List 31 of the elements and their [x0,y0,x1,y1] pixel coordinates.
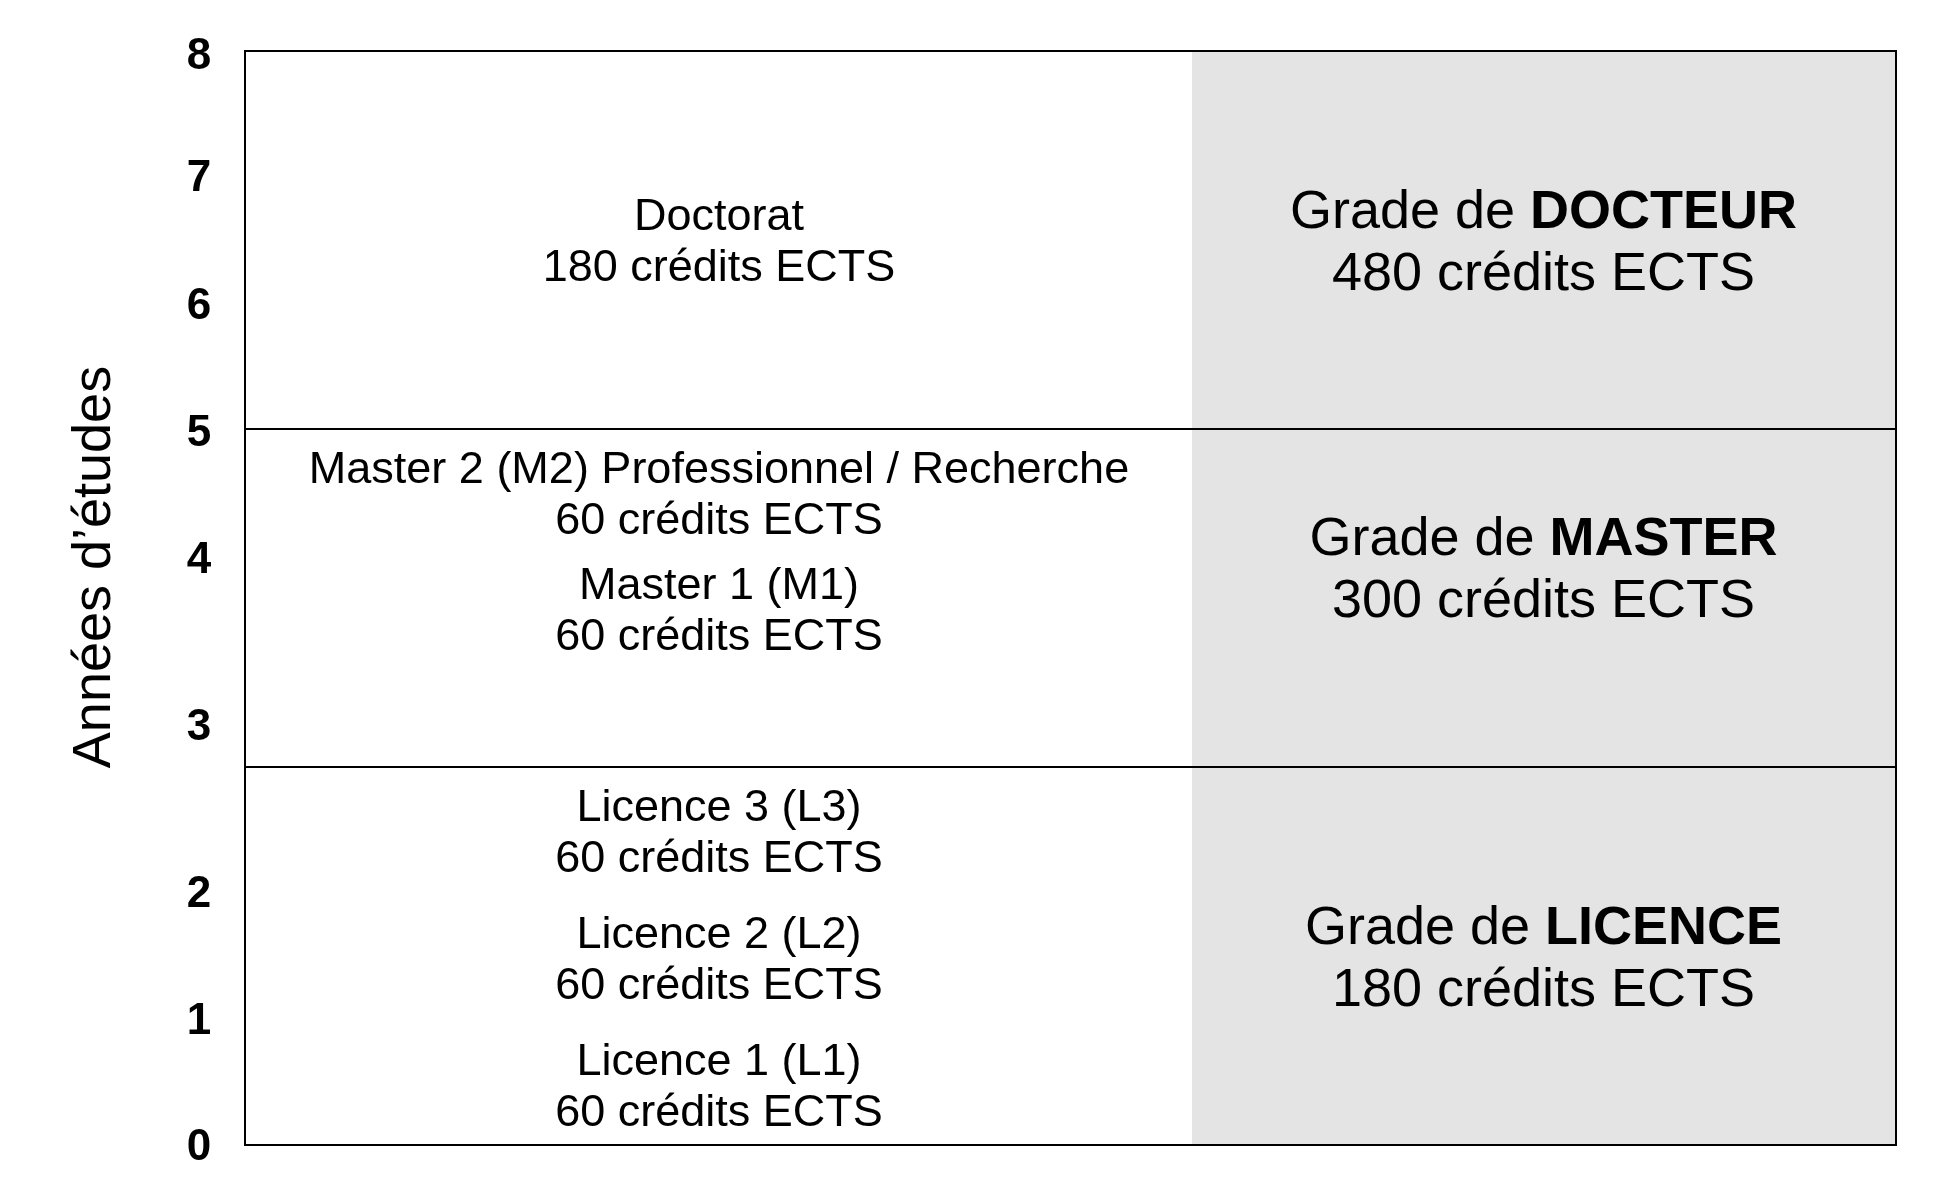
axis-title: Années d’études [64,365,118,769]
year-tick-label: 3 [186,703,212,747]
credit-total: 60 crédits ECTS [555,609,883,660]
year-tick-label: 2 [186,870,212,914]
year-tick-label: 4 [186,536,212,580]
degree-title: Grade de MASTER [1309,505,1778,567]
degree-cell [1192,52,1895,428]
program-name: Master 1 (M1) [578,558,859,609]
degree-credits: 480 crédits ECTS [1331,240,1756,302]
degree-credits: 300 crédits ECTS [1331,567,1756,629]
degree-title: Grade de LICENCE [1304,894,1783,956]
program-name: Doctorat [633,189,805,240]
credit-total: 180 crédits ECTS [542,240,896,291]
degree-credits: 180 crédits ECTS [1331,956,1756,1018]
degree-title: Grade de DOCTEUR [1289,178,1798,240]
year-tick-label: 5 [186,409,212,453]
credit-total: 60 crédits ECTS [555,1085,883,1136]
credit-total: 60 crédits ECTS [555,958,883,1009]
program-name: Master 2 (M2) Professionnel / Recherche [308,442,1130,493]
program-name: Licence 3 (L3) [576,780,862,831]
degree-cell [1192,766,1895,1144]
year-tick-label: 0 [186,1123,212,1167]
year-tick-label: 8 [186,32,212,76]
program-name: Licence 2 (L2) [576,907,862,958]
credit-total: 60 crédits ECTS [555,493,883,544]
degree-cell [1192,428,1895,766]
credit-total: 60 crédits ECTS [555,831,883,882]
program-name: Licence 1 (L1) [576,1034,862,1085]
year-tick-label: 6 [186,282,212,326]
year-tick-label: 7 [186,154,212,198]
year-tick-label: 1 [186,997,212,1041]
